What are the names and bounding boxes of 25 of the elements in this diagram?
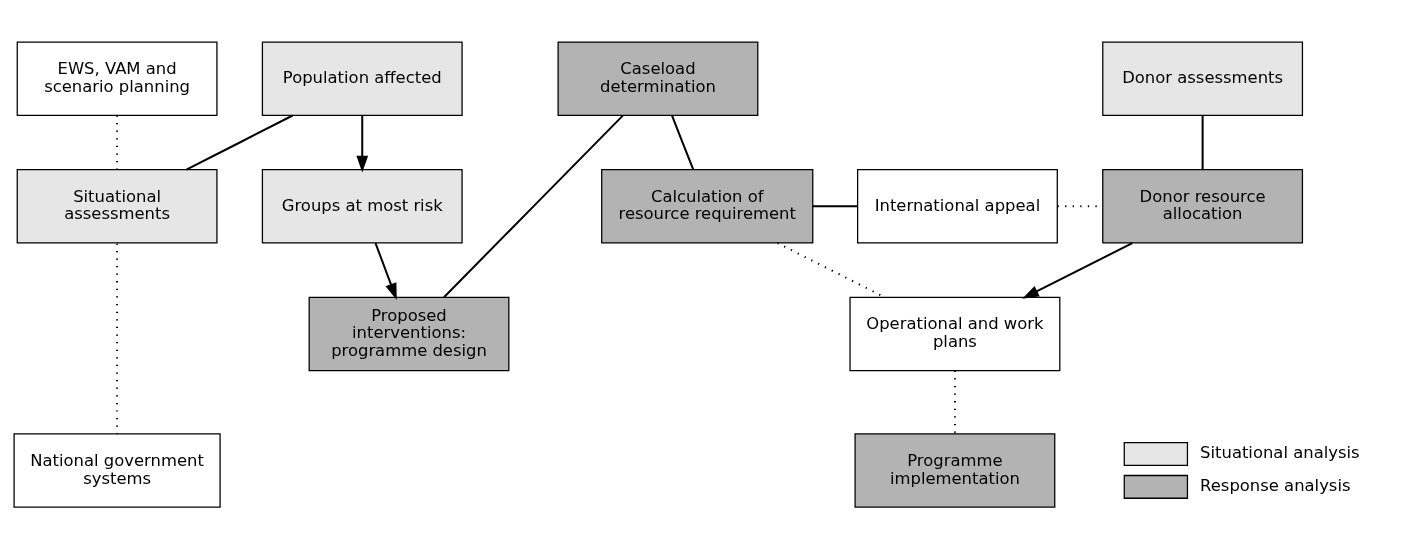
legend-label: Situational analysis	[1200, 443, 1360, 463]
legend-label: Response analysis	[1200, 476, 1351, 496]
node-box: Donor resource allocation	[1102, 169, 1304, 244]
node-box: Programme implementation	[854, 433, 1056, 508]
node-box: International appeal	[857, 169, 1058, 244]
connector	[186, 114, 294, 171]
node-box: National government systems	[13, 433, 221, 508]
node-box: Situational assessments	[16, 169, 218, 244]
node-box: Groups at most risk	[261, 169, 463, 244]
arrow	[1022, 242, 1133, 299]
node-box: Population affected	[261, 41, 463, 116]
node-box: Donor assessments	[1102, 41, 1304, 116]
node-box: Caseload determination	[557, 41, 759, 116]
connector	[443, 114, 624, 298]
node-box: Calculation of resource requirement	[601, 169, 814, 244]
arrow	[374, 242, 397, 300]
arrow	[356, 115, 369, 173]
connector	[116, 243, 119, 434]
node-box: Proposed interventions: programme design	[308, 296, 510, 372]
connector	[671, 115, 695, 170]
connector	[812, 205, 858, 208]
node-box: Operational and work plans	[849, 296, 1061, 372]
connector	[1201, 115, 1204, 170]
connector	[953, 370, 956, 434]
node-box: EWS, VAM and scenario planning	[16, 41, 218, 116]
